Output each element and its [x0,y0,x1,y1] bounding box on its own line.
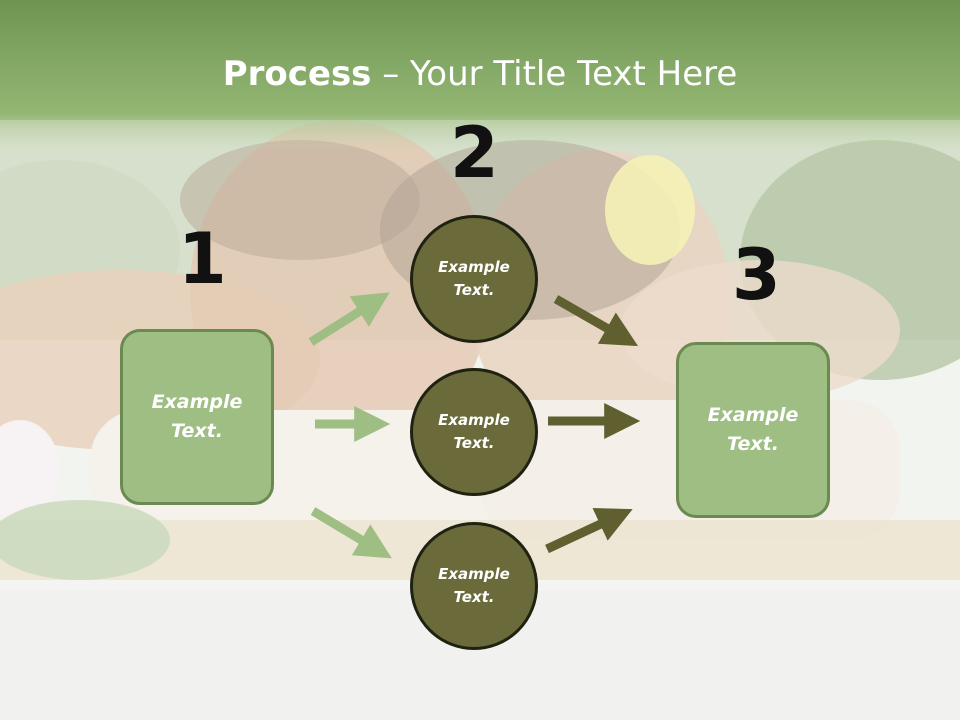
circle-middle-text: Example Text. [438,411,510,452]
step-3-text: Example Text. [707,404,799,455]
step-1-text: Example Text. [151,391,243,442]
slide-title: Process – Your Title Text Here [0,52,960,96]
circle-middle: Example Text. [410,368,538,496]
circle-top-text: Example Text. [438,258,510,299]
circle-bottom: Example Text. [410,522,538,650]
title-rest: – Your Title Text Here [371,54,738,94]
circle-top: Example Text. [410,215,538,343]
circle-bottom-text: Example Text. [438,565,510,606]
step-number-3: 3 [732,234,781,316]
title-bold: Process [222,54,372,94]
step-number-1: 1 [178,218,227,300]
step-3-box: Example Text. [676,342,830,518]
step-1-box: Example Text. [120,329,274,505]
step-number-2: 2 [450,112,499,194]
